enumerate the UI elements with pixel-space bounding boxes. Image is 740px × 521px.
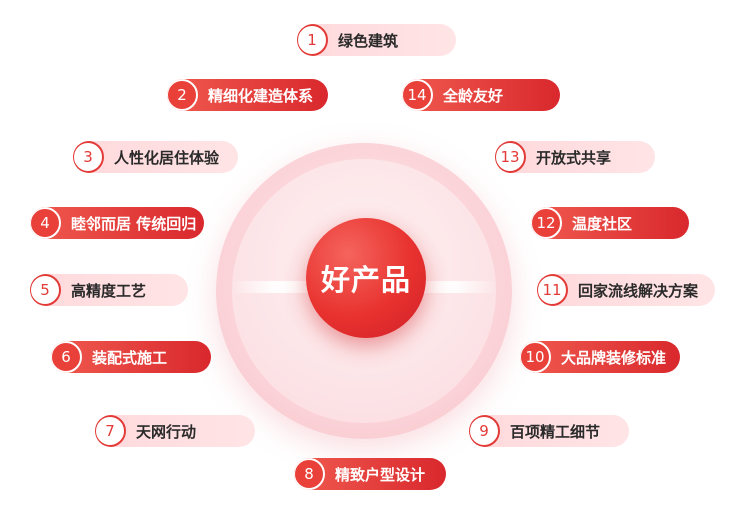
item-13: 13 开放式共享 bbox=[495, 141, 655, 173]
item-label: 绿色建筑 bbox=[338, 31, 399, 50]
item-label: 睦邻而居 传统回归 bbox=[71, 214, 197, 233]
item-number: 14 bbox=[402, 79, 433, 111]
item-5: 5 高精度工艺 bbox=[30, 274, 188, 306]
item-number: 4 bbox=[30, 207, 61, 239]
item-7: 7 天网行动 bbox=[95, 415, 255, 447]
item-6: 6 装配式施工 bbox=[51, 341, 211, 373]
item-label: 高精度工艺 bbox=[71, 281, 147, 300]
item-number: 13 bbox=[495, 141, 526, 173]
item-number: 7 bbox=[95, 415, 126, 447]
item-label: 全龄友好 bbox=[443, 86, 504, 105]
item-label: 人性化居住体验 bbox=[114, 148, 220, 167]
item-4: 4 睦邻而居 传统回归 bbox=[30, 207, 204, 239]
item-label: 回家流线解决方案 bbox=[578, 281, 699, 300]
item-label: 温度社区 bbox=[572, 214, 633, 233]
item-number: 11 bbox=[537, 274, 568, 306]
center-label: 好产品 bbox=[320, 263, 411, 297]
item-number: 9 bbox=[469, 415, 500, 447]
item-label: 精细化建造体系 bbox=[208, 86, 314, 105]
item-9: 9 百项精工细节 bbox=[469, 415, 629, 447]
item-12: 12 温度社区 bbox=[531, 207, 689, 239]
item-number: 8 bbox=[294, 458, 325, 490]
item-label: 天网行动 bbox=[136, 422, 197, 441]
center-circle: 好产品 bbox=[306, 218, 426, 338]
item-10: 10 大品牌装修标准 bbox=[520, 341, 680, 373]
item-2: 2 精细化建造体系 bbox=[167, 79, 328, 111]
item-3: 3 人性化居住体验 bbox=[73, 141, 238, 173]
item-number: 10 bbox=[520, 341, 551, 373]
item-number: 12 bbox=[531, 207, 562, 239]
item-number: 1 bbox=[297, 24, 328, 56]
item-11: 11 回家流线解决方案 bbox=[537, 274, 715, 306]
item-number: 2 bbox=[167, 79, 198, 111]
item-8: 8 精致户型设计 bbox=[294, 458, 446, 490]
item-label: 精致户型设计 bbox=[335, 465, 426, 484]
item-label: 开放式共享 bbox=[536, 148, 612, 167]
item-number: 5 bbox=[30, 274, 61, 306]
item-1: 1 绿色建筑 bbox=[297, 24, 456, 56]
item-label: 装配式施工 bbox=[92, 348, 168, 367]
item-label: 大品牌装修标准 bbox=[561, 348, 667, 367]
item-label: 百项精工细节 bbox=[510, 422, 601, 441]
item-number: 3 bbox=[73, 141, 104, 173]
item-number: 6 bbox=[51, 341, 82, 373]
item-14: 14 全龄友好 bbox=[402, 79, 560, 111]
